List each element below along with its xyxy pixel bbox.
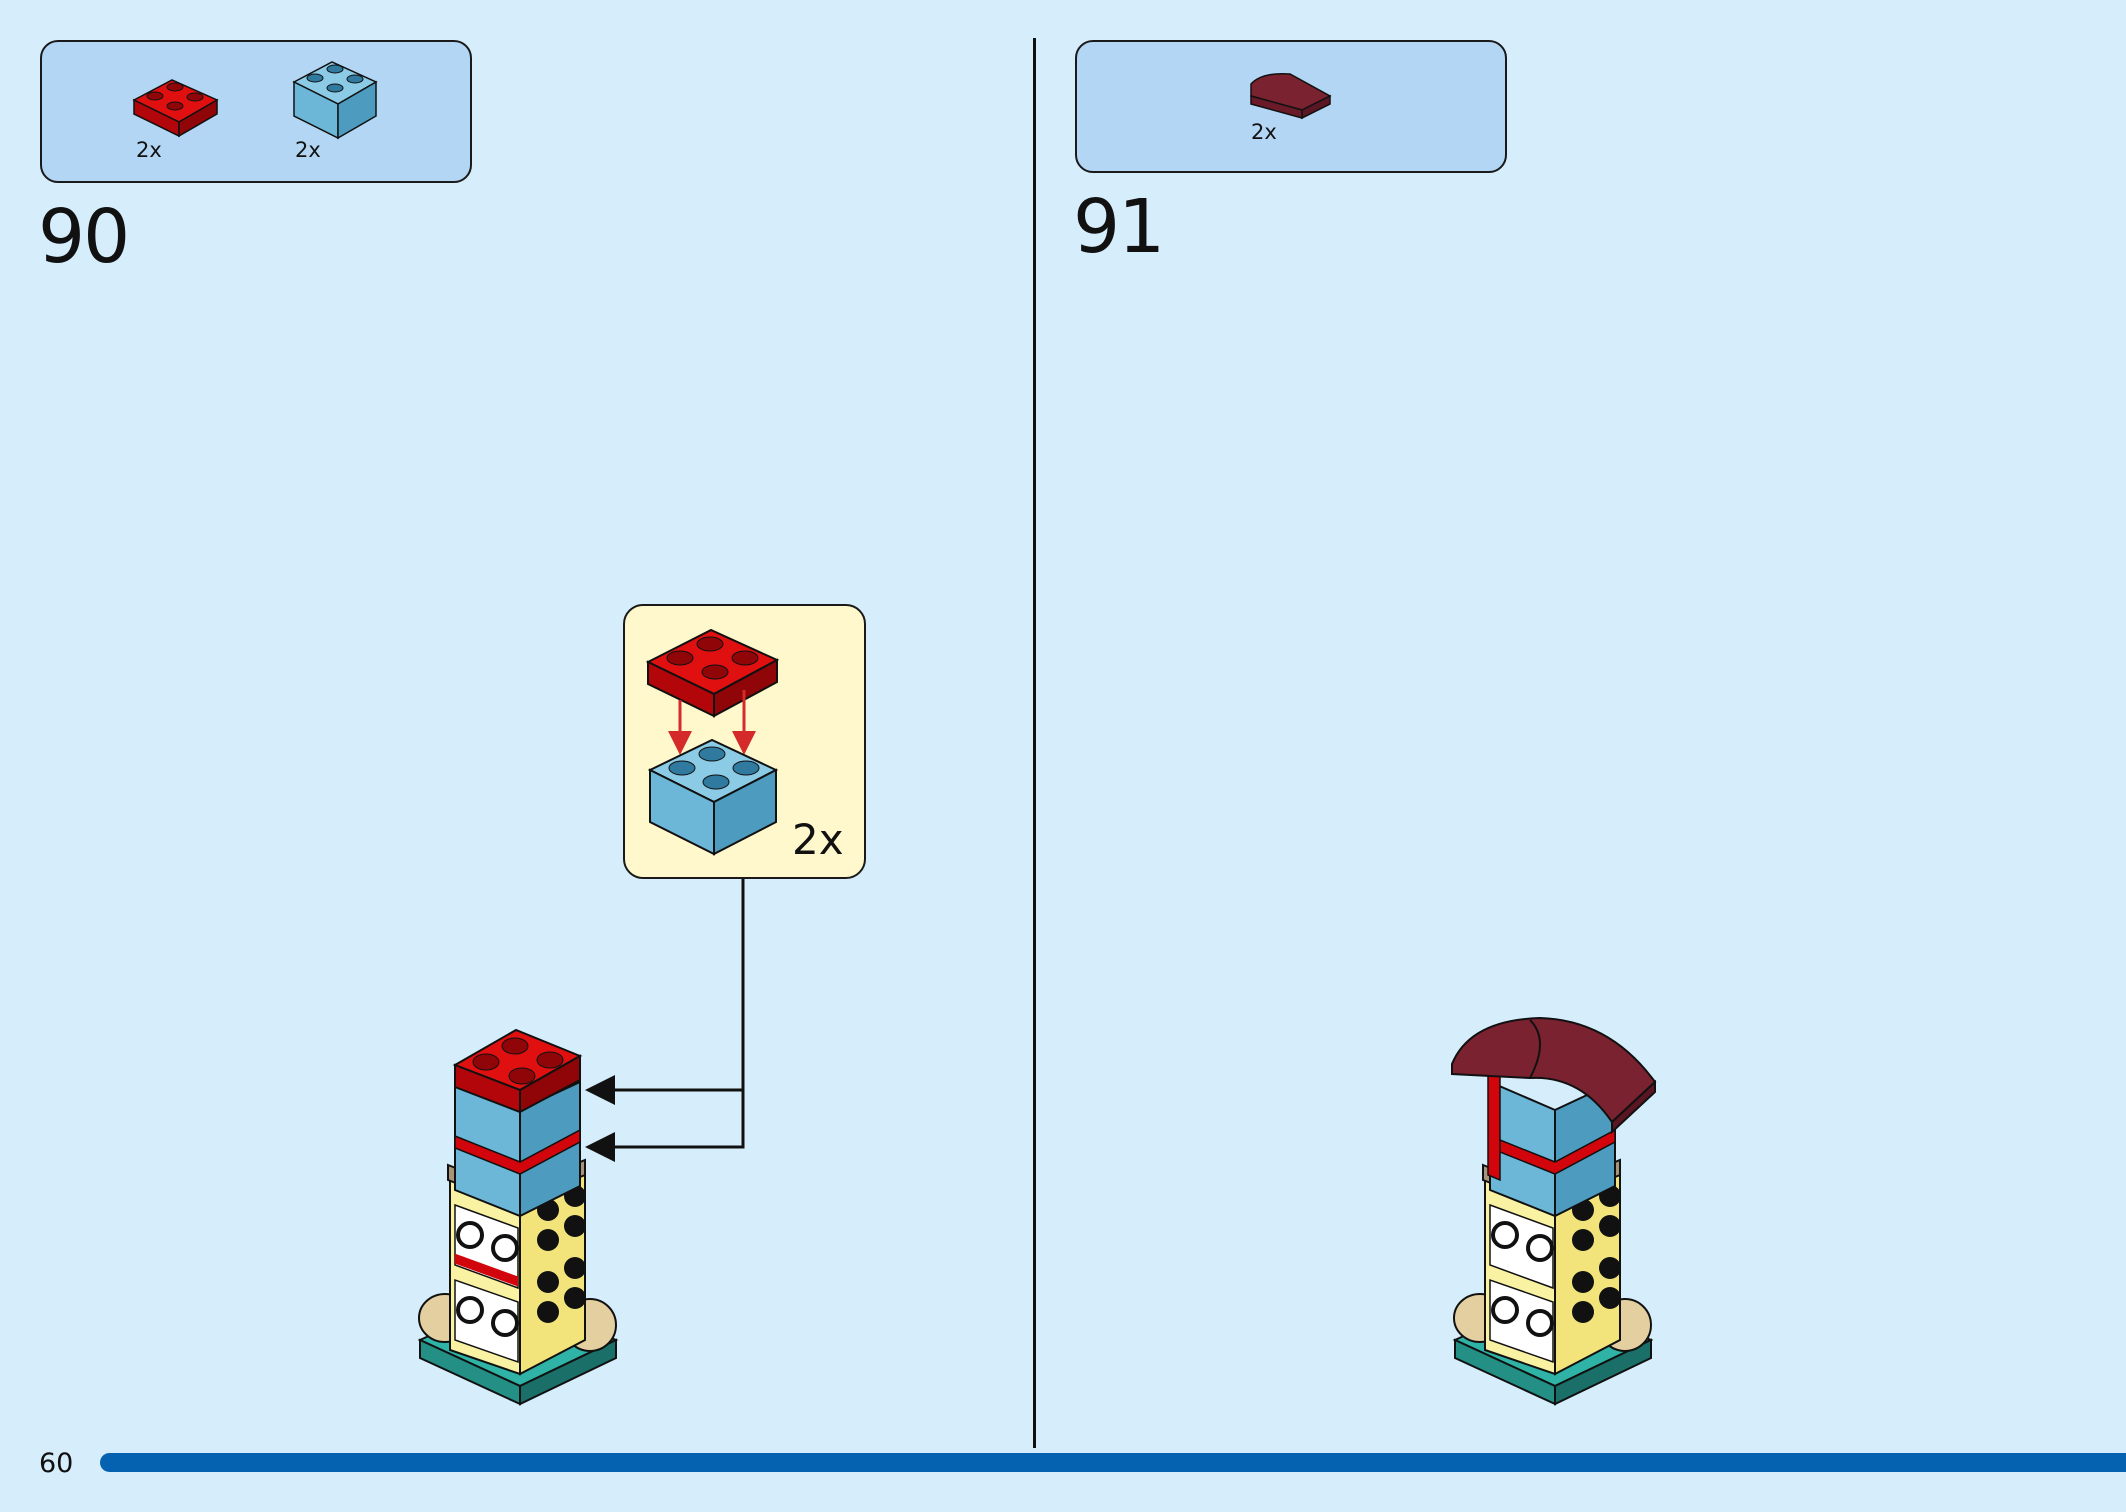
callout-assembly bbox=[645, 628, 780, 856]
dark-red-slope-icon bbox=[1250, 72, 1332, 120]
page-number: 60 bbox=[39, 1448, 74, 1479]
step-number-91: 91 bbox=[1073, 184, 1165, 270]
model-step-90 bbox=[417, 1028, 619, 1406]
azure-2x2-brick-icon bbox=[292, 61, 378, 140]
callout-qty: 2x bbox=[792, 815, 844, 864]
page-divider bbox=[1033, 38, 1036, 1448]
part-qty-dark-red-slope: 2x bbox=[1251, 120, 1277, 144]
footer-bar bbox=[100, 1453, 2126, 1472]
model-step-91 bbox=[1451, 1016, 1657, 1406]
red-2x2-plate-icon bbox=[132, 79, 219, 138]
part-qty-azure-brick: 2x bbox=[295, 138, 321, 162]
assembly-arrows bbox=[585, 879, 745, 1162]
step-number-90: 90 bbox=[38, 194, 130, 280]
parts-list-box-left bbox=[40, 40, 472, 183]
part-qty-red-plate: 2x bbox=[136, 138, 162, 162]
